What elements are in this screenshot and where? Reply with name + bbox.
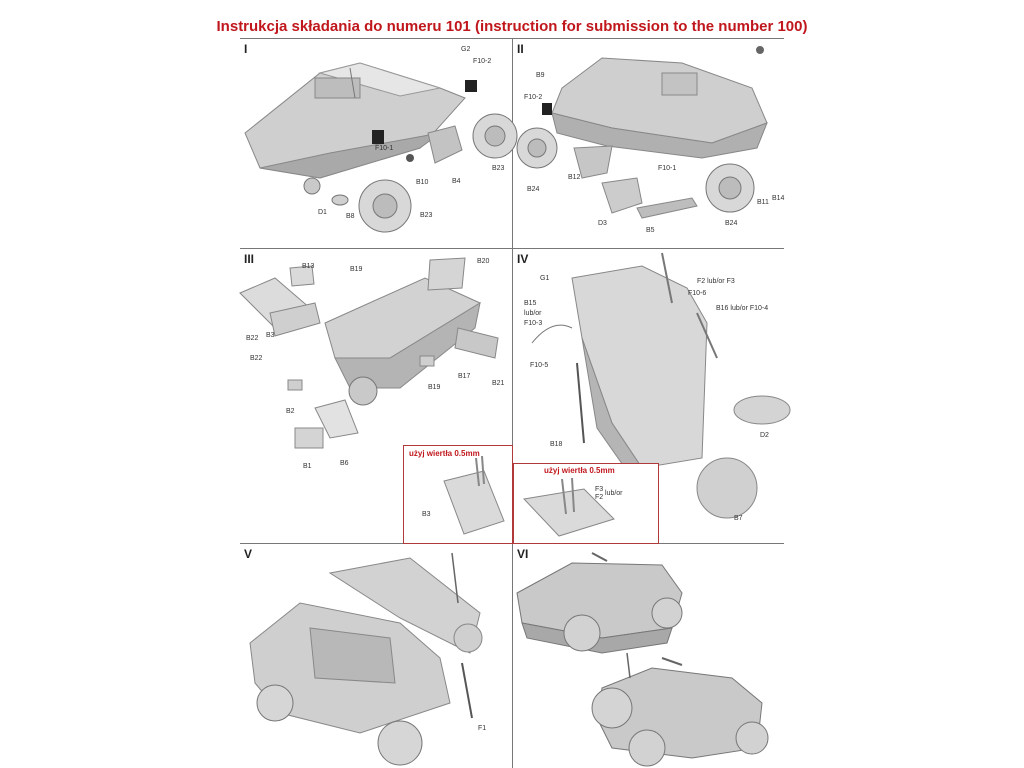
panel-number: I [244, 42, 248, 56]
part-label: lub/or [605, 490, 623, 497]
part-label: B9 [536, 72, 545, 79]
panel-4: IV G1 F2 lub/or F3 F10-6 B15 lub/or F10-… [512, 248, 791, 543]
part-label: B2 [286, 408, 295, 415]
inset-title: użyj wiertła 0.5mm [544, 466, 615, 475]
part-label: B23 [492, 165, 505, 172]
part-label: F10-3 [524, 320, 543, 327]
part-label: B17 [458, 373, 471, 380]
divider-col [512, 38, 513, 768]
panel-number: II [517, 42, 524, 56]
part-label: F2 [595, 494, 604, 501]
part-label: B21 [492, 380, 505, 387]
part-label: G1 [540, 275, 550, 282]
seat-part-illustration [522, 477, 615, 537]
part-label: B24 [527, 186, 540, 193]
part-label: B6 [340, 460, 349, 467]
part-label: B12 [568, 174, 581, 181]
part-label: B11 [757, 199, 769, 206]
part-label: B16 lub/or F10-4 [716, 305, 769, 312]
final-assembly-illustration [249, 552, 483, 766]
part-label: D1 [318, 209, 327, 216]
part-label: F10-1 [375, 145, 394, 152]
finished-vehicle-illustration [516, 552, 769, 767]
part-label: B5 [646, 227, 655, 234]
part-label: B15 [524, 300, 537, 307]
part-label: F10-2 [473, 58, 492, 65]
hull-underside-illustration [516, 46, 768, 219]
part-label: lub/or [524, 310, 542, 317]
panel-number: IV [517, 252, 529, 266]
panel-1: I G2 F10-2 F10-1 B10 B4 B23 D1 B8 B23 [240, 38, 518, 248]
panel-6: VI [512, 543, 784, 768]
part-label: B10 [416, 179, 429, 186]
part-label: F2 lub/or F3 [697, 278, 735, 285]
seat-part-illustration [443, 455, 505, 535]
part-label: B19 [350, 266, 363, 273]
part-label: D3 [598, 220, 607, 227]
page-title: Instrukcja składania do numeru 101 (inst… [216, 18, 808, 35]
part-label: B22 [246, 335, 259, 342]
panel-number: VI [517, 547, 529, 561]
part-label: B3 [266, 332, 275, 339]
part-label: B19 [428, 384, 441, 391]
panel-5: V F1 [240, 543, 512, 768]
part-label: B7 [734, 515, 743, 522]
panel-number: V [244, 547, 253, 561]
panel-2: II B9 F10-2 B12 B24 F10-1 D3 B5 B24 B11 … [512, 38, 784, 248]
drill-detail-inset: użyj wiertła 0.5mm F3 F2 lub/or [513, 463, 659, 544]
part-label: B4 [452, 178, 461, 185]
part-label: B24 [725, 220, 738, 227]
part-label: B20 [477, 258, 490, 265]
part-label: F3 [595, 486, 604, 493]
hull-assembly-illustration [244, 62, 518, 233]
part-label: F1 [478, 725, 487, 732]
part-label: B14 [772, 195, 785, 202]
part-label: B1 [303, 463, 312, 470]
part-label: B13 [302, 263, 315, 270]
inset-title: użyj wiertła 0.5mm [409, 449, 480, 458]
upper-hull-illustration [531, 252, 791, 519]
interior-assembly-illustration [239, 257, 499, 449]
part-label: B18 [550, 441, 563, 448]
part-label: B23 [420, 212, 433, 219]
drill-detail-inset: użyj wiertła 0.5mm B3 [403, 445, 513, 544]
part-label: D2 [760, 432, 769, 439]
part-label: F10-5 [530, 362, 549, 369]
part-label: F10-6 [688, 290, 707, 297]
part-label: F10-1 [658, 165, 677, 172]
part-label: B8 [346, 213, 355, 220]
panel-number: III [244, 252, 255, 266]
part-label: B22 [250, 355, 263, 362]
part-label: F10-2 [524, 94, 543, 101]
panel-3: III B13 B19 B20 B22 B3 B22 B19 B17 B21 B… [239, 248, 512, 543]
part-label: B3 [422, 511, 431, 518]
part-label: G2 [461, 46, 471, 53]
